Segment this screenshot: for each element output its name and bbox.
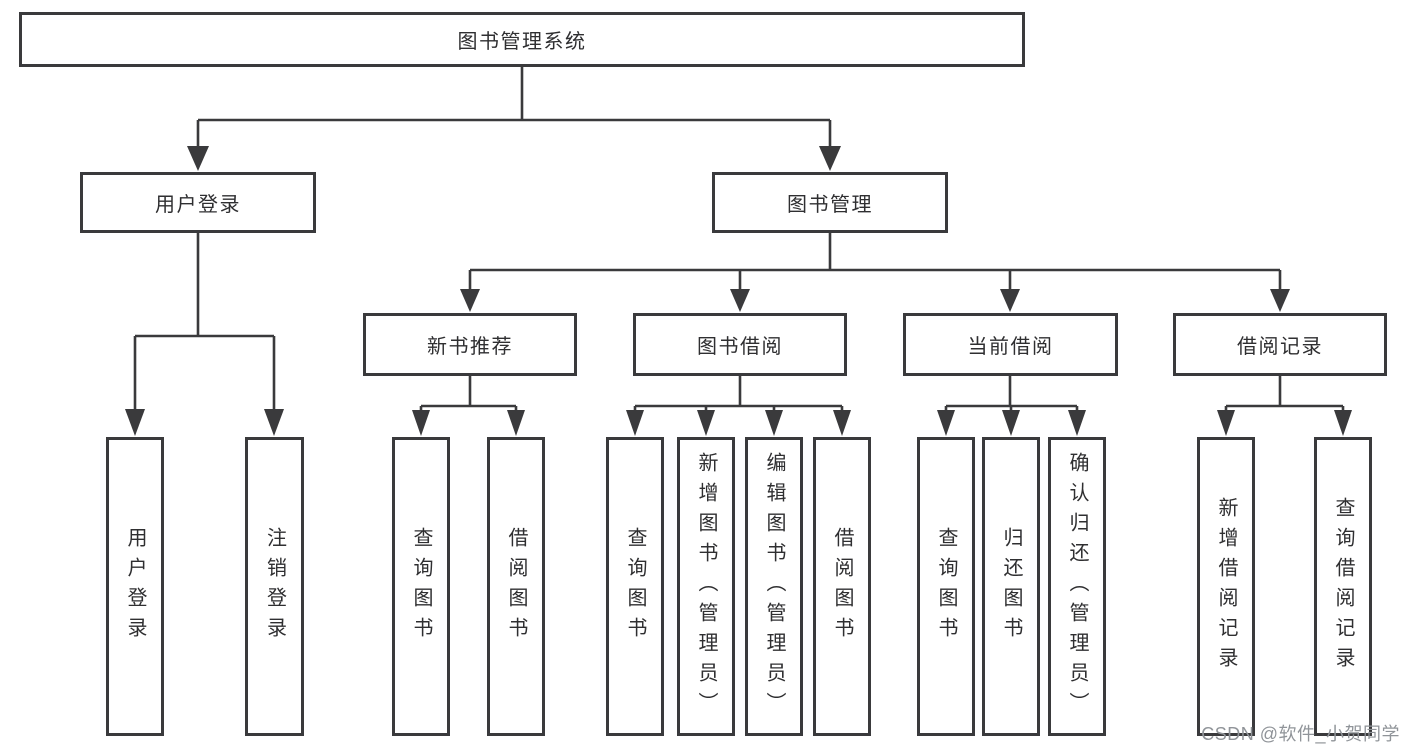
node-leaf-logout: 注销登录: [245, 437, 304, 736]
node-branch-user-login: 用户登录: [80, 172, 316, 233]
node-root-system: 图书管理系统: [19, 12, 1025, 67]
node-leaf-edit-books-admin: 编辑图书（管理员）: [745, 437, 803, 736]
node-section-current-borrow: 当前借阅: [903, 313, 1118, 376]
arrowheads: [125, 146, 1352, 436]
node-section-new-book-recommend: 新书推荐: [363, 313, 577, 376]
node-leaf-borrow-books-recommend: 借阅图书: [487, 437, 545, 736]
node-leaf-query-books-recommend: 查询图书: [392, 437, 450, 736]
node-section-borrow-records: 借阅记录: [1173, 313, 1387, 376]
node-leaf-add-borrow-record: 新增借阅记录: [1197, 437, 1255, 736]
node-leaf-query-borrow-record: 查询借阅记录: [1314, 437, 1372, 736]
node-leaf-query-books-current: 查询图书: [917, 437, 975, 736]
csdn-watermark: CSDN @软件_小贺同学: [1201, 724, 1400, 744]
node-leaf-user-login: 用户登录: [106, 437, 164, 736]
node-leaf-borrow-books: 借阅图书: [813, 437, 871, 736]
node-leaf-query-books-borrow: 查询图书: [606, 437, 664, 736]
node-branch-book-management: 图书管理: [712, 172, 948, 233]
node-section-book-borrow: 图书借阅: [633, 313, 847, 376]
node-leaf-return-books: 归还图书: [982, 437, 1040, 736]
node-leaf-confirm-return-admin: 确认归还（管理员）: [1048, 437, 1106, 736]
node-leaf-add-books-admin: 新增图书（管理员）: [677, 437, 735, 736]
